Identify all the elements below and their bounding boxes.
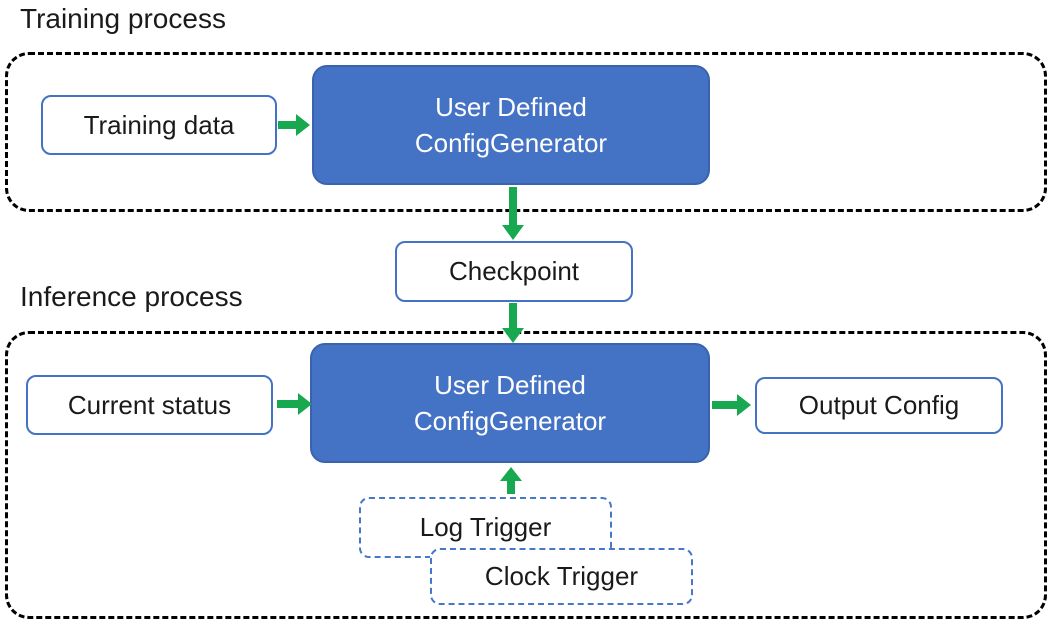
arrow-down-icon: [509, 187, 517, 225]
training-data-box: Training data: [41, 95, 277, 155]
output-config-box: Output Config: [755, 377, 1003, 434]
inference-process-container: [5, 331, 1047, 619]
inference-generator-line2: ConfigGenerator: [413, 406, 607, 436]
arrow-right-icon: [278, 121, 296, 129]
inference-process-label: Inference process: [20, 281, 243, 312]
arrow-right-icon: [712, 401, 737, 409]
checkpoint-box: Checkpoint: [395, 241, 633, 302]
checkpoint-label: Checkpoint: [448, 256, 580, 286]
training-process-label: Training process: [20, 3, 226, 34]
clock-trigger-box: Clock Trigger: [430, 548, 693, 605]
training-generator-line1: User Defined: [435, 92, 587, 122]
training-config-generator-box: User Defined ConfigGenerator: [312, 65, 710, 185]
training-data-label: Training data: [83, 109, 235, 140]
arrow-right-icon: [277, 400, 298, 408]
current-status-box: Current status: [26, 375, 273, 435]
output-config-label: Output Config: [798, 390, 960, 420]
clock-trigger-label: Clock Trigger: [484, 561, 639, 591]
inference-config-generator-box: User Defined ConfigGenerator: [310, 343, 710, 463]
log-trigger-label: Log Trigger: [419, 512, 552, 542]
arrow-down-icon: [509, 303, 517, 328]
log-trigger-box: Log Trigger: [359, 497, 612, 558]
inference-generator-line1: User Defined: [434, 370, 586, 400]
arrow-up-icon: [507, 481, 515, 494]
training-process-container: [5, 52, 1047, 212]
training-generator-line2: ConfigGenerator: [414, 128, 608, 158]
current-status-label: Current status: [67, 389, 232, 420]
